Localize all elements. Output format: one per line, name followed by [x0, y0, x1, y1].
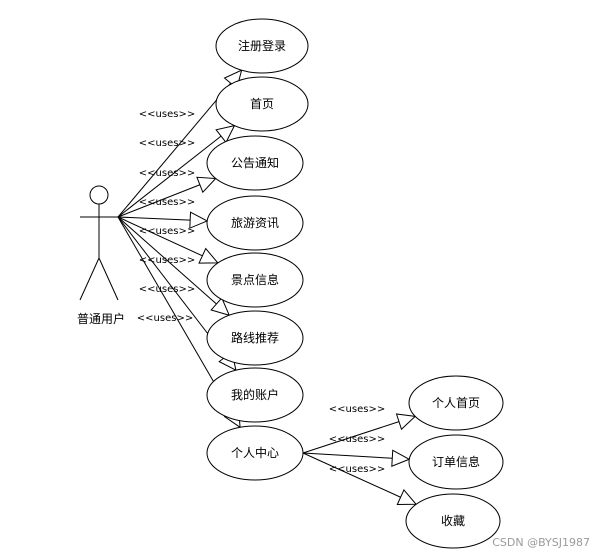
use-case-label: 路线推荐	[231, 330, 279, 345]
use-case-label: 公告通知	[231, 156, 279, 170]
uses-label-personal-home: <<uses>>	[329, 404, 385, 415]
uses-label-announcements: <<uses>>	[139, 168, 195, 179]
use-case-announcements[interactable]: 公告通知	[206, 135, 304, 191]
use-case-register-login[interactable]: 注册登录	[215, 18, 309, 74]
use-case-label: 我的账户	[231, 387, 279, 402]
use-case-my-account[interactable]: 我的账户	[206, 367, 304, 423]
actor-head	[89, 185, 109, 205]
association-register-login-line	[117, 82, 232, 218]
use-case-home[interactable]: 首页	[215, 76, 309, 132]
use-case-label: 个人首页	[432, 396, 480, 410]
uses-label-favorites: <<uses>>	[329, 464, 385, 475]
use-case-ellipse	[206, 252, 304, 308]
use-case-route-recommend[interactable]: 路线推荐	[206, 310, 304, 366]
use-case-label: 景点信息	[231, 272, 279, 287]
watermark: CSDN @BYSJ1987	[492, 536, 590, 549]
use-case-label: 首页	[250, 97, 274, 111]
use-case-label: 注册登录	[238, 38, 286, 53]
uses-label-order-info: <<uses>>	[329, 434, 385, 445]
actor-label: 普通用户	[77, 311, 125, 326]
use-case-ellipse	[206, 310, 304, 366]
use-case-travel-news[interactable]: 旅游资讯	[206, 195, 304, 251]
association-personal-center-line	[117, 216, 232, 413]
association-order-info-line	[302, 452, 393, 459]
association-favorites-line	[302, 452, 401, 498]
use-case-ellipse	[206, 135, 304, 191]
association-scenic-info-line	[117, 216, 203, 257]
use-case-favorites[interactable]: 收藏	[405, 493, 501, 549]
uses-label-scenic-info: <<uses>>	[139, 226, 195, 237]
association-announcements-line	[117, 184, 201, 218]
association-home-line	[117, 135, 222, 218]
use-case-ellipse	[405, 493, 501, 549]
use-case-personal-home[interactable]: 个人首页	[408, 375, 504, 431]
use-case-label: 订单信息	[432, 454, 480, 469]
use-case-label: 收藏	[441, 514, 465, 528]
association-route-recommend-line	[117, 216, 217, 305]
use-case-ellipse	[206, 367, 304, 423]
use-case-ellipse	[206, 425, 304, 481]
association-personal-home-line	[302, 421, 400, 454]
actor-right-leg	[98, 257, 119, 301]
uses-label-travel-news: <<uses>>	[139, 197, 195, 208]
use-case-ellipse	[215, 18, 309, 74]
association-personal-home-arrowhead	[395, 413, 417, 431]
use-case-ellipse	[408, 375, 504, 431]
uses-label-register-login: <<uses>>	[139, 109, 195, 120]
uses-label-personal-center: <<uses>>	[137, 313, 193, 324]
use-case-label: 个人中心	[231, 445, 279, 460]
use-case-scenic-info[interactable]: 景点信息	[206, 252, 304, 308]
use-case-ellipse	[206, 195, 304, 251]
use-case-label: 旅游资讯	[231, 216, 279, 230]
uses-label-my-account: <<uses>>	[139, 284, 195, 295]
actor: 普通用户	[77, 185, 125, 326]
use-case-personal-center[interactable]: 个人中心	[206, 425, 304, 481]
uses-label-route-recommend: <<uses>>	[139, 255, 195, 266]
use-case-ellipse	[408, 434, 504, 490]
association-order-info-arrowhead	[391, 449, 411, 467]
actor-left-leg	[79, 257, 100, 301]
association-travel-news-line	[117, 216, 191, 221]
use-case-order-info[interactable]: 订单信息	[408, 434, 504, 490]
use-case-ellipse	[215, 76, 309, 132]
uses-label-home: <<uses>>	[139, 138, 195, 149]
